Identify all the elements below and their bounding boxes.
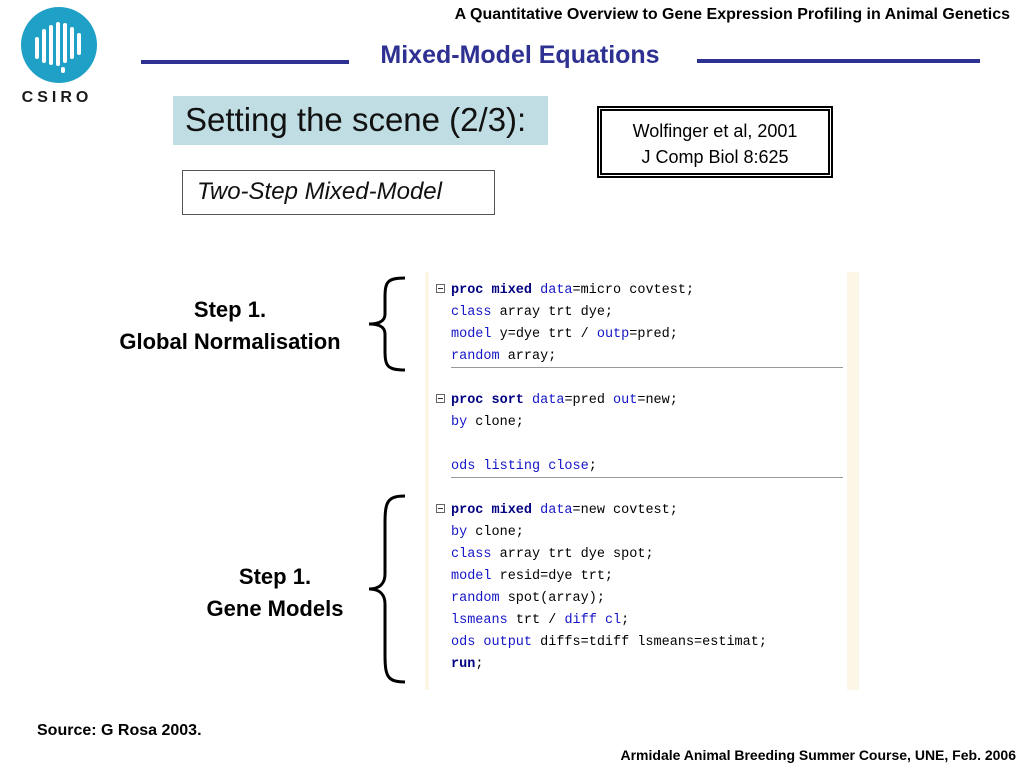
collapse-icon[interactable] — [436, 284, 445, 293]
code-line: proc sort data=pred out=new; — [451, 393, 678, 408]
reference-author: Wolfinger et al, 2001 — [632, 121, 798, 141]
code-line: by clone; — [451, 525, 524, 540]
scene-title: Setting the scene (2/3): — [185, 101, 527, 138]
code-line: by clone; — [451, 415, 524, 430]
code-line: ods listing close; — [451, 459, 597, 474]
title-rule-left — [141, 60, 349, 64]
csiro-logo-icon — [21, 7, 97, 83]
csiro-logo-text: CSIRO — [21, 89, 93, 106]
footer-text: Armidale Animal Breeding Summer Course, … — [620, 747, 1017, 763]
code-line: proc mixed data=micro covtest; — [451, 283, 695, 298]
step-number: Step 1. — [193, 297, 267, 322]
code-line: run; — [451, 657, 484, 672]
section-title: Mixed-Model Equations — [380, 41, 660, 69]
code-line: class array trt dye spot; — [451, 547, 654, 562]
collapse-icon[interactable] — [436, 504, 445, 513]
source-note: Source: G Rosa 2003. — [37, 722, 202, 739]
block-separator — [451, 477, 843, 478]
code-line: lsmeans trt / diff cl; — [451, 613, 630, 628]
step-description: Global Normalisation — [119, 329, 341, 354]
code-line: random spot(array); — [451, 591, 605, 606]
title-rule-right — [697, 59, 980, 63]
code-line: model y=dye trt / outp=pred; — [451, 327, 678, 342]
reference-journal: J Comp Biol 8:625 — [641, 147, 789, 167]
reference-box: Wolfinger et al, 2001 J Comp Biol 8:625 — [597, 106, 833, 178]
course-title: A Quantitative Overview to Gene Expressi… — [454, 6, 1010, 23]
scene-title-box: Setting the scene (2/3): — [173, 96, 548, 145]
csiro-logo: CSIRO — [15, 7, 99, 107]
brace-icon — [368, 494, 406, 684]
code-line: model resid=dye trt; — [451, 569, 614, 584]
step-global-normalisation: Step 1. Global Normalisation — [95, 294, 365, 358]
model-label-box: Two-Step Mixed-Model — [182, 170, 495, 215]
sas-code-panel: proc mixed data=micro covtest; class arr… — [425, 272, 859, 690]
brace-icon — [368, 276, 406, 372]
code-line: class array trt dye; — [451, 305, 614, 320]
block-separator — [451, 367, 843, 368]
step-description: Gene Models — [206, 596, 344, 621]
collapse-icon[interactable] — [436, 394, 445, 403]
step-number: Step 1. — [238, 564, 312, 589]
code-line: random array; — [451, 349, 557, 364]
model-label: Two-Step Mixed-Model — [197, 178, 442, 205]
step-gene-models: Step 1. Gene Models — [185, 561, 365, 625]
sas-code-editor: proc mixed data=micro covtest; class arr… — [429, 272, 847, 690]
code-line: ods output diffs=tdiff lsmeans=estimat; — [451, 635, 767, 650]
code-line: proc mixed data=new covtest; — [451, 503, 678, 518]
